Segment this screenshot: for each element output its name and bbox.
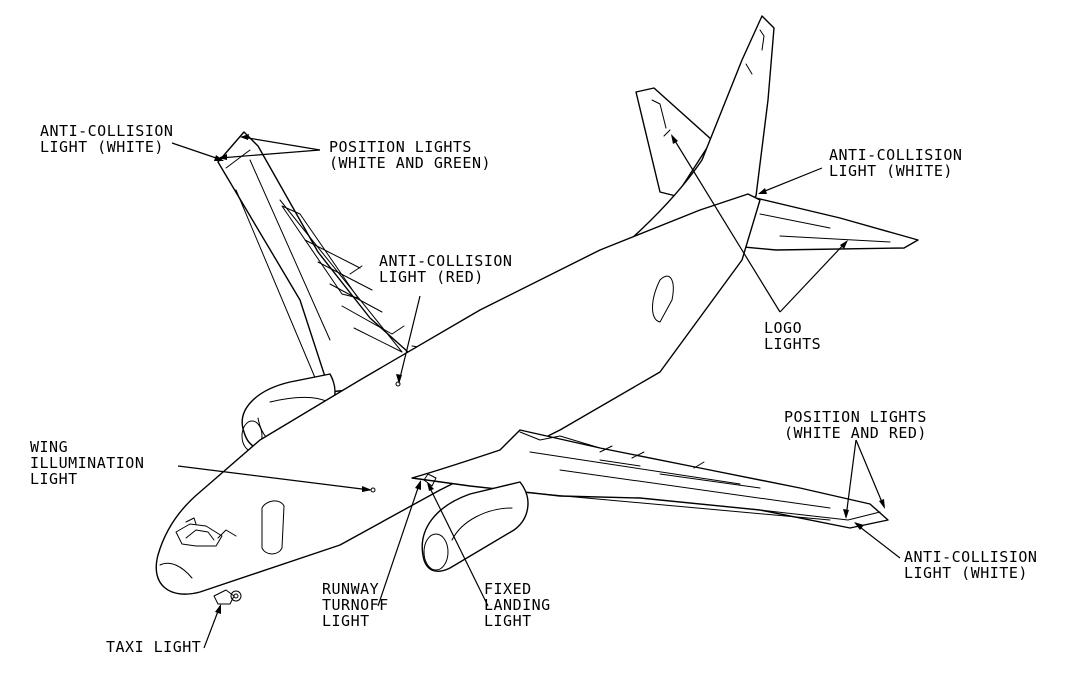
fixed-landing-label-line1: FIXED — [484, 580, 532, 598]
logo-lights-label-line1: LOGO — [764, 319, 802, 337]
wing-illumination-label-line1: WING — [30, 438, 68, 456]
runway-turnoff-label-line2: TURNOFF — [322, 596, 389, 614]
anti-collision-white-top-label-line2: LIGHT (WHITE) — [40, 138, 164, 156]
wing-illumination-label-line2: ILLUMINATION — [30, 454, 144, 472]
fuselage — [155, 193, 761, 595]
logo-lights-label-line2: LIGHTS — [764, 335, 821, 353]
anti-collision-red-label-line2: LIGHT (RED) — [379, 268, 484, 286]
position-lights-white-red-label-line1: POSITION LIGHTS — [784, 408, 927, 426]
runway-turnoff-label-line1: RUNWAY — [322, 580, 379, 598]
aircraft-drawing — [155, 15, 919, 605]
fixed-landing-label-line3: LIGHT — [484, 612, 532, 630]
anti-collision-white-right-label-line2: LIGHT (WHITE) — [904, 564, 1028, 582]
wing-illumination-label-line3: LIGHT — [30, 470, 78, 488]
position-lights-white-green-label-line1: POSITION LIGHTS — [329, 138, 472, 156]
callout-labels: ANTI-COLLISION LIGHT (WHITE) POSITION LI… — [30, 122, 1037, 656]
position-lights-white-red-label-line2: (WHITE AND RED) — [784, 424, 927, 442]
anti-collision-white-top-label-line1: ANTI-COLLISION — [40, 122, 173, 140]
nose-gear — [213, 589, 242, 605]
right-wing — [411, 429, 889, 529]
anti-collision-white-tail-label-line2: LIGHT (WHITE) — [829, 162, 953, 180]
right-engine — [421, 481, 529, 572]
anti-collision-white-tail-label-line1: ANTI-COLLISION — [829, 146, 962, 164]
anti-collision-red-label-line1: ANTI-COLLISION — [379, 252, 512, 270]
anti-collision-red-marker — [395, 381, 401, 387]
anti-collision-white-right-label-line1: ANTI-COLLISION — [904, 548, 1037, 566]
runway-turnoff-label-line3: LIGHT — [322, 612, 370, 630]
left-wing — [217, 131, 433, 393]
taxi-light-label: TAXI LIGHT — [106, 638, 201, 656]
fixed-landing-label-line2: LANDING — [484, 596, 551, 614]
position-lights-white-green-label-line2: (WHITE AND GREEN) — [329, 154, 491, 172]
leader-lines — [171, 134, 901, 649]
